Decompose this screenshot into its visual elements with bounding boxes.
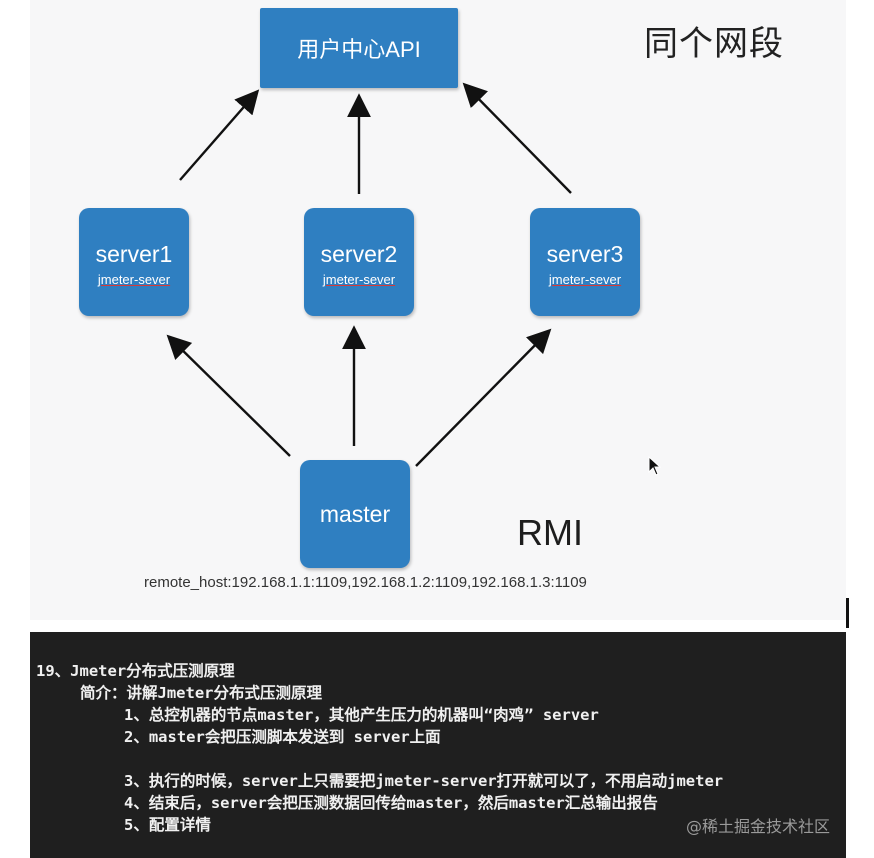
api-box: 用户中心API [260,8,458,88]
server3-name: server3 [546,241,624,267]
api-box-label: 用户中心API [297,37,421,62]
master-box: master [300,460,410,568]
terminal-title: 19、Jmeter分布式压测原理 [36,662,235,680]
terminal-item: 2、master会把压测脚本发送到 server上面 [124,728,441,746]
watermark: @稀土掘金技术社区 [686,817,831,836]
master-label: master [319,500,391,527]
rmi-label: RMI [517,512,583,553]
arrow-server3-to-api [462,82,572,194]
terminal-item: 1、总控机器的节点master，其他产生压力的机器叫“肉鸡” server [124,706,599,724]
server3-box: server3 jmeter-sever [530,208,640,316]
terminal-item: 3、执行的时候，server上只需要把jmeter-server打开就可以了，不… [124,772,724,790]
server1-box: server1 jmeter-sever [79,208,189,316]
terminal-item: 4、结束后，server会把压测数据回传给master，然后master汇总输出… [124,794,658,812]
arrow-server1-to-api [179,89,260,181]
server1-sub: jmeter-sever [97,272,171,287]
server3-sub: jmeter-sever [548,272,622,287]
server2-sub: jmeter-sever [322,272,396,287]
arrow-master-to-server3 [415,328,552,467]
mouse-cursor-icon [648,456,662,476]
diagram-arrows [166,82,572,467]
arrow-master-to-server1 [166,334,291,457]
same-segment-label: 同个网段 [644,25,784,63]
terminal-intro: 简介：讲解Jmeter分布式压测原理 [80,684,322,702]
server1-name: server1 [95,241,173,267]
terminal-panel: 19、Jmeter分布式压测原理 简介：讲解Jmeter分布式压测原理 1、总控… [30,632,846,858]
server2-name: server2 [320,241,398,267]
remote-host-label: remote_host:192.168.1.1:1109,192.168.1.2… [144,574,587,591]
terminal-item: 5、配置详情 [124,816,211,834]
server2-box: server2 jmeter-sever [304,208,414,316]
text-cursor-bar [846,598,849,628]
